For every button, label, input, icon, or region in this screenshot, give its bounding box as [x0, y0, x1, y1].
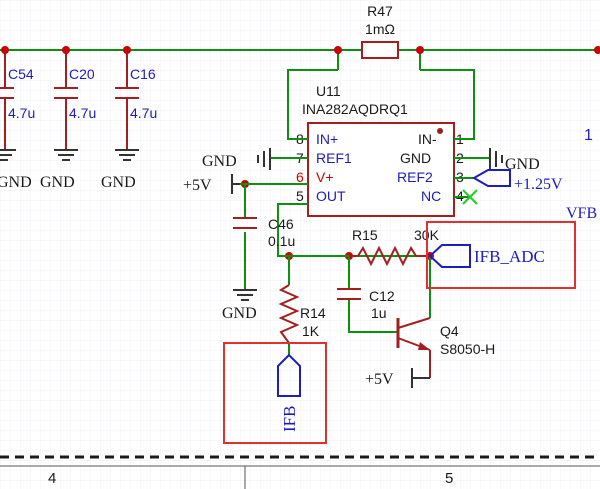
- highlight-box-ifb: [223, 342, 327, 444]
- capacitor-c54[interactable]: C54 4.7u GND: [0, 50, 35, 191]
- u11-pin2-name: GND: [400, 150, 431, 166]
- r15-ref: R15: [352, 227, 378, 243]
- vcc-symbol-u11-pin6: +5V: [183, 174, 240, 194]
- c20-ref: C20: [69, 66, 95, 82]
- vref-net-port[interactable]: +1.25V: [471, 169, 563, 193]
- c16-value: 4.7u: [130, 105, 157, 121]
- u11-pin6-name: V+: [316, 169, 334, 185]
- ic-u11[interactable]: U11 INA282AQDRQ1 8 IN+ 7 REF1 6 V+ 5 OUT…: [296, 83, 464, 217]
- c54-gnd-label: GND: [0, 174, 32, 191]
- frame-zone-4: 4: [48, 470, 56, 487]
- highlight-box-ifb-adc: [426, 221, 576, 289]
- c46-ref: C46: [268, 216, 294, 232]
- c20-gnd-label: GND: [40, 174, 75, 191]
- net-port-ifb-adc[interactable]: IFB_ADC: [428, 244, 545, 268]
- u11-pin5-name: OUT: [316, 188, 346, 204]
- net-port-ifb[interactable]: IFB: [277, 353, 301, 432]
- c46-value: 0.1u: [268, 233, 295, 249]
- vcc-label-pin6: +5V: [183, 177, 212, 194]
- ifb-adc-label: IFB_ADC: [474, 247, 545, 266]
- q4-ref: Q4: [440, 323, 459, 339]
- q4-value: S8050-H: [440, 341, 495, 357]
- partial-right-label: VFB: [566, 205, 597, 222]
- u11-pin6-num: 6: [296, 169, 304, 185]
- r14-value: 1K: [302, 323, 320, 339]
- c54-ref: C54: [8, 66, 34, 82]
- gnd-label-pin2: GND: [505, 156, 540, 173]
- c12-value: 1u: [371, 305, 387, 321]
- resistor-r14[interactable]: R14 1K: [278, 284, 326, 344]
- vref-label: +1.25V: [514, 176, 563, 193]
- capacitor-c16[interactable]: C16 4.7u GND: [101, 50, 157, 191]
- u11-pin1-name: IN-: [418, 131, 437, 147]
- gnd-symbol-u11-pin2: GND: [489, 148, 540, 173]
- c20-value: 4.7u: [69, 105, 96, 121]
- u11-pin8-name: IN+: [316, 131, 338, 147]
- c12-ref: C12: [369, 288, 395, 304]
- r14-ref: R14: [300, 305, 326, 321]
- gnd-label-pin7: GND: [202, 153, 237, 170]
- u11-pin3-name: REF2: [397, 169, 433, 185]
- u11-value: INA282AQDRQ1: [302, 101, 408, 117]
- gnd-symbol-u11-pin7: GND: [202, 148, 271, 170]
- transistor-q4[interactable]: Q4 S8050-H +5V: [365, 317, 495, 388]
- u11-pin4-name: NC: [421, 188, 441, 204]
- u11-pin5-num: 5: [296, 188, 304, 204]
- capacitor-c46[interactable]: C46 0.1u GND: [222, 216, 295, 322]
- partial-right-top-label: 1: [584, 127, 593, 144]
- u11-pin7-name: REF1: [316, 150, 352, 166]
- q4-vcc-label: +5V: [365, 371, 394, 388]
- r47-value: 1mΩ: [365, 21, 395, 37]
- capacitor-c12[interactable]: C12 1u: [337, 288, 395, 321]
- c16-gnd-label: GND: [101, 174, 136, 191]
- frame-zone-5: 5: [445, 470, 453, 487]
- r47-ref: R47: [367, 3, 393, 19]
- c54-value: 4.7u: [8, 105, 35, 121]
- resistor-r47[interactable]: R47 1mΩ: [361, 3, 399, 59]
- sheet-frame: 4 5: [0, 455, 600, 489]
- u11-ref: U11: [316, 83, 341, 99]
- c46-gnd-label: GND: [222, 305, 257, 322]
- c16-ref: C16: [130, 66, 156, 82]
- ifb-label: IFB: [280, 406, 299, 432]
- noconnect-marker: [462, 189, 478, 205]
- capacitor-c20[interactable]: C20 4.7u GND: [40, 50, 96, 191]
